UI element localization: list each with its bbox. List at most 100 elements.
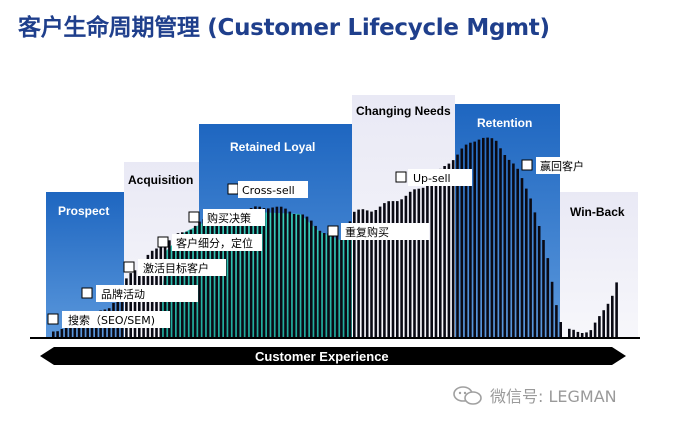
lifecycle-bar: [365, 210, 369, 338]
lifecycle-bar: [254, 206, 257, 338]
activity-purchase-decision: 购买决策: [188, 209, 265, 226]
lifecycle-bar: [297, 214, 300, 338]
stage-panel-changing-needs: [352, 95, 455, 338]
lifecycle-bar: [82, 322, 85, 338]
lifecycle-bar: [568, 328, 571, 338]
lifecycle-bar: [245, 210, 249, 338]
activity-activate-targets: 激活目标客户: [123, 259, 226, 276]
lifecycle-bar: [279, 206, 283, 338]
lifecycle-bar: [370, 211, 373, 338]
lifecycle-bar: [615, 282, 618, 338]
lifecycle-bar: [550, 281, 554, 338]
lifecycle-bar: [340, 240, 343, 338]
lifecycle-bar: [598, 316, 601, 338]
lifecycle-bar: [512, 163, 515, 338]
lifecycle-bar: [580, 333, 584, 338]
lifecycle-bar: [400, 199, 403, 338]
lifecycle-bar: [499, 148, 502, 338]
lifecycle-bar: [542, 240, 545, 338]
lifecycle-bar: [593, 322, 597, 338]
stage-label-acquisition: Acquisition: [128, 173, 193, 187]
activity-repeat-purchase: 重复购买: [327, 223, 429, 240]
customer-experience-label: Customer Experience: [255, 349, 389, 364]
svg-text:Cross-sell: Cross-sell: [242, 184, 295, 197]
stage-label-changing-needs: Changing Needs: [356, 104, 451, 118]
activity-win-back: 赢回客户: [521, 157, 596, 174]
lifecycle-bar: [353, 211, 356, 338]
activity-up-sell: Up-sell: [395, 169, 472, 186]
lifecycle-bar: [219, 216, 223, 338]
lifecycle-bar: [606, 303, 610, 338]
lifecycle-bar: [430, 179, 433, 338]
lifecycle-bar: [516, 168, 519, 338]
lifecycle-bar: [421, 187, 425, 338]
lifecycle-bar: [271, 207, 274, 338]
stage-label-win-back: Win-Back: [570, 205, 625, 219]
activity-search: 搜索（SEO/SEM): [47, 311, 170, 328]
lifecycle-bar: [473, 141, 476, 338]
lifecycle-bar: [193, 225, 197, 338]
lifecycle-bar: [64, 325, 68, 338]
lifecycle-bar: [241, 212, 244, 338]
lifecycle-bar: [477, 139, 481, 338]
lifecycle-bar: [391, 201, 395, 338]
stage-label-retention: Retention: [477, 116, 532, 130]
lifecycle-bar: [133, 270, 137, 338]
lifecycle-bar: [52, 331, 55, 338]
lifecycle-bar: [383, 203, 386, 338]
lifecycle-bar: [434, 173, 438, 338]
lifecycle-bar: [138, 266, 141, 338]
lifecycle-bar: [275, 206, 279, 338]
lifecycle-bar: [206, 219, 210, 338]
lifecycle-bar: [426, 184, 429, 338]
lifecycle-bar: [267, 208, 270, 338]
svg-text:购买决策: 购买决策: [207, 211, 251, 225]
svg-text:品牌活动: 品牌活动: [101, 287, 145, 301]
lifecycle-bar: [318, 230, 322, 338]
lifecycle-bar: [494, 140, 498, 338]
lifecycle-bar: [507, 159, 511, 338]
lifecycle-bar: [185, 231, 188, 338]
svg-text:激活目标客户: 激活目标客户: [143, 261, 209, 275]
lifecycle-bar: [322, 233, 326, 338]
customer-experience-band: [40, 347, 626, 365]
lifecycle-bar: [331, 233, 335, 338]
lifecycle-bar: [529, 198, 532, 338]
activity-segmentation: 客户细分，定位: [157, 234, 262, 251]
lifecycle-bar: [451, 160, 455, 338]
lifecycle-bar: [525, 188, 528, 338]
lifecycle-bar: [537, 226, 541, 338]
lifecycle-bar: [611, 295, 614, 338]
lifecycle-bar: [413, 189, 416, 338]
lifecycle-bar: [301, 214, 304, 338]
lifecycle-bar: [236, 212, 240, 338]
lifecycle-bar: [387, 201, 390, 338]
lifecycle-bar: [310, 220, 313, 338]
lifecycle-bar: [211, 219, 214, 338]
activity-brand-campaign: 品牌活动: [81, 285, 198, 302]
lifecycle-bar: [228, 210, 231, 338]
lifecycle-bar: [344, 231, 347, 338]
lifecycle-bar: [559, 322, 562, 338]
lifecycle-bar: [69, 323, 72, 338]
svg-text:Up-sell: Up-sell: [413, 172, 451, 185]
lifecycle-bar: [86, 320, 89, 338]
lifecycle-bar: [374, 210, 378, 338]
lifecycle-bar: [572, 329, 575, 338]
lifecycle-bar: [469, 142, 472, 338]
lifecycle-bar: [490, 138, 494, 338]
lifecycle-bar: [482, 137, 485, 338]
lifecycle-bar: [404, 195, 408, 338]
lifecycle-bar: [314, 225, 317, 338]
stage-label-prospect: Prospect: [58, 204, 109, 218]
lifecycle-bar: [202, 219, 206, 338]
lifecycle-bar: [555, 305, 558, 338]
stage-label-retained-loyal: Retained Loyal: [230, 140, 315, 154]
lifecycle-bar: [77, 322, 81, 338]
lifecycle-bar: [408, 191, 412, 338]
lifecycle-bar: [232, 210, 236, 338]
activity-cross-sell: Cross-sell: [227, 181, 308, 198]
page-title: 客户生命周期管理 (Customer Lifecycle Mgmt): [18, 15, 550, 41]
lifecycle-bar: [443, 166, 446, 338]
